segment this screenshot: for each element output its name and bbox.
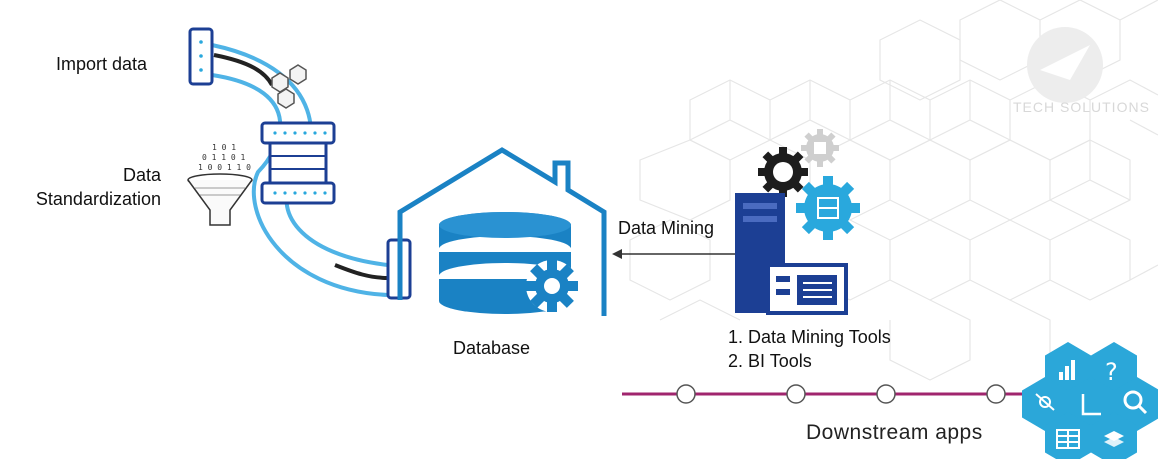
svg-text:0 1 1 0 1: 0 1 1 0 1 [202,153,246,162]
import-data-label: Import data [56,54,148,74]
search-icon [1123,390,1148,415]
data-label-line1: Data [122,165,161,185]
watermark-text: TECH SOLUTIONS [1013,99,1150,115]
downstream-apps-label: Downstream apps [806,421,983,444]
database-label: Database [453,338,531,358]
network-icon [1035,393,1055,411]
question-icon: ? [1105,358,1118,386]
data-standardization-label: Data Standardization [16,163,161,211]
stack-icon [1104,431,1124,447]
data-mining-label: Data Mining [618,218,715,238]
svg-text:1 0 0 1 1 0: 1 0 0 1 1 0 [198,163,251,172]
axes-icon [1081,394,1101,416]
table-icon [1056,429,1080,449]
chart-icon [1059,360,1075,380]
svg-text:1 0 1: 1 0 1 [212,143,236,152]
data-label-line2: Standardization [35,189,161,209]
tool-1-label: 1. Data Mining Tools [728,327,891,347]
tool-2-label: 2. BI Tools [728,351,812,371]
